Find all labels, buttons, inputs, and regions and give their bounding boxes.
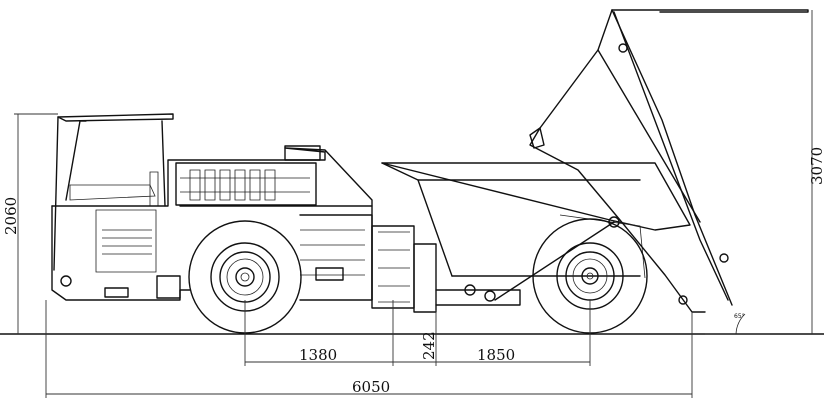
dim-dump-height: 3070 <box>808 10 824 334</box>
front-chassis <box>51 147 373 301</box>
dim-rear-label: 1850 <box>477 346 515 364</box>
dim-overall-length: 6050 <box>45 300 693 398</box>
engine <box>175 145 321 206</box>
dim-cab-height-label: 2060 <box>2 197 20 235</box>
articulation-joint <box>371 225 521 313</box>
dump-angle-label: 65° <box>734 313 745 320</box>
dim-front-label: 1380 <box>299 346 337 364</box>
dump-body-raised <box>529 9 809 313</box>
dump-angle-marker: 65° <box>705 313 770 335</box>
dim-dump-height-label: 3070 <box>808 147 824 185</box>
dump-body-lowered <box>381 162 691 301</box>
dim-overall-label: 6050 <box>352 378 390 396</box>
dim-cab-height: 2060 <box>2 113 58 334</box>
cab-canopy <box>53 113 174 273</box>
dim-wheelbase: 1380 242 1850 <box>244 300 591 366</box>
dim-pivot-offset-label: 242 <box>420 331 438 360</box>
